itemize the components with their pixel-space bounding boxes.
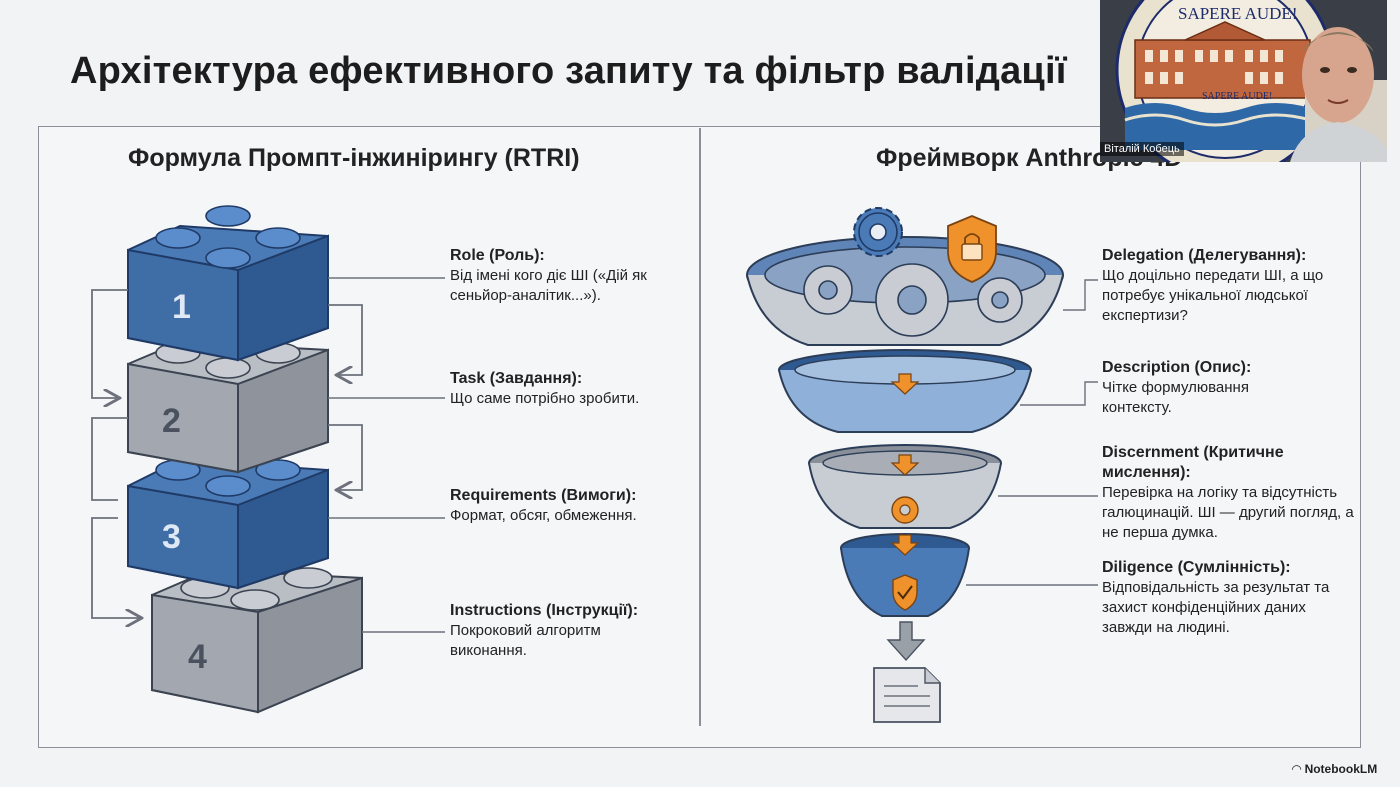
rtri-item-task: Task (Завдання): Що саме потрібно зробит… [450,369,650,409]
block-4 [151,567,363,714]
connector-1-2 [91,289,128,398]
4d-item-description: Description (Опис): Чітке формулювання к… [1102,358,1322,418]
4d-item-label: Discernment (Критичне мислення): [1102,444,1284,481]
4d-item-discernment: Discernment (Критичне мислення): Перевір… [1102,443,1354,543]
left-panel-title: Формула Промпт-інжинірингу (RTRI) [128,144,580,172]
4d-item-diligence: Diligence (Сумлінність): Відповідальніст… [1102,558,1352,638]
connector-right-1 [328,304,363,375]
block-number-3: 3 [162,518,181,556]
4d-item-desc: Відповідальність за результат та захист … [1102,579,1330,636]
rtri-item-desc: Покроковий алгоритм виконання. [450,622,601,659]
participant-name: Віталій Кобець [1100,142,1184,156]
rtri-item-label: Instructions (Інструкції): [450,602,639,619]
rtri-item-instructions: Instructions (Інструкції): Покроковий ал… [450,601,665,661]
gear-icon [891,496,919,524]
4d-item-delegation: Delegation (Делегування): Що доцільно пе… [1102,246,1332,326]
bowl-gears [803,263,1023,337]
seal-motto-small: SAPERE AUDE! [1202,91,1273,102]
connector-right-2 [328,424,363,490]
rtri-item-desc: Формат, обсяг, обмеження. [450,507,637,524]
webcam-video[interactable] [1100,0,1387,162]
notebooklm-logo: ◠ NotebookLM [1292,762,1377,776]
slide-title: Архітектура ефективного запиту та фільтр… [70,50,1067,92]
block-3 [127,458,329,590]
4d-item-desc: Чітке формулювання контексту. [1102,379,1249,416]
rtri-item-label: Requirements (Вимоги): [450,487,637,504]
4d-item-label: Diligence (Сумлінність): [1102,559,1291,576]
4d-item-desc: Що доцільно передати ШІ, а що потребує у… [1102,267,1324,324]
leader-description [1020,381,1098,406]
rtri-item-desc: Від імені кого діє ШІ («Дій як сеньйор-а… [450,267,647,304]
lock-icon [947,215,997,283]
4d-item-desc: Перевірка на логіку та відсутність галюц… [1102,484,1354,541]
leader-delegation [1063,279,1098,311]
panel-divider [699,128,701,726]
brand-text: NotebookLM [1304,762,1378,776]
webcam-scene [1100,0,1387,162]
block-number-4: 4 [188,638,207,676]
block-1 [127,205,329,362]
rtri-item-label: Role (Роль): [450,247,545,264]
funnel [746,236,1064,723]
rtri-item-role: Role (Роль): Від імені кого діє ШІ («Дій… [450,246,680,306]
block-2 [127,340,329,474]
rtri-item-desc: Що саме потрібно зробити. [450,390,640,407]
document-icon [873,667,941,723]
block-number-1: 1 [172,288,191,326]
connector-3-4 [91,517,140,618]
rtri-item-label: Task (Завдання): [450,370,583,387]
4d-item-label: Delegation (Делегування): [1102,247,1307,264]
rtri-item-requirements: Requirements (Вимоги): Формат, обсяг, об… [450,486,665,526]
gear-icon-blue [853,207,903,257]
notebooklm-icon: ◠ [1292,762,1305,776]
block-number-2: 2 [162,402,181,440]
funnel-arrows [890,373,920,556]
connector-2-3 [91,417,128,501]
seal-motto: SAPERE AUDE! [1178,4,1298,23]
shield-check-icon [892,574,918,611]
4d-item-label: Description (Опис): [1102,359,1252,376]
